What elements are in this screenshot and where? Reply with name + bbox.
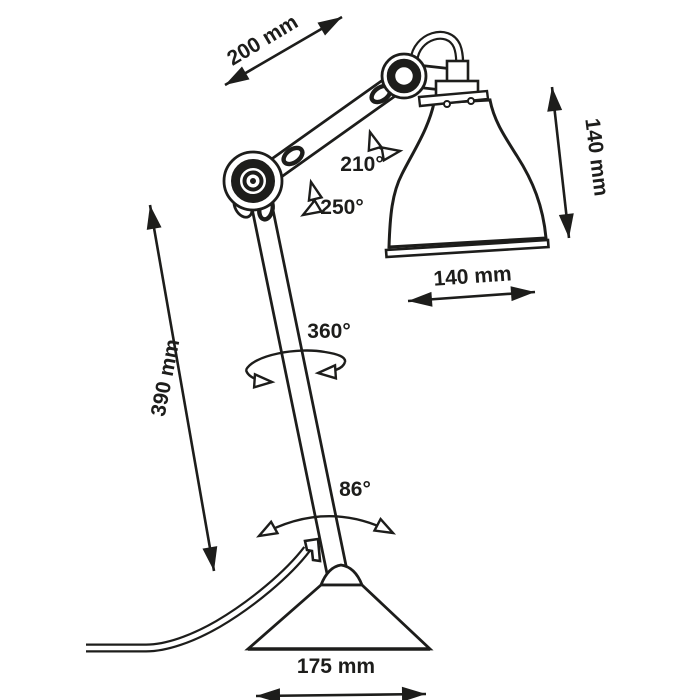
shade-top-plate (417, 89, 490, 108)
shade-screw-left (443, 100, 451, 108)
elbow-joint (222, 150, 284, 212)
dimension-arrow-shade-height (547, 86, 574, 239)
lower-arm (248, 185, 349, 584)
label-shade-height: 140 mm (580, 117, 612, 197)
label-base-diameter: 175 mm (297, 655, 375, 678)
shade-rim (384, 238, 550, 259)
power-cable (86, 546, 311, 653)
dimension-arrow-shade-diameter (407, 286, 536, 307)
label-lower-arm-length: 390 mm (147, 337, 185, 418)
lamp-base (244, 563, 434, 651)
upper-arm-slot-rear (281, 145, 305, 167)
label-head-tilt-angle: 210° (340, 153, 383, 176)
label-shade-diameter: 140 mm (433, 262, 513, 290)
dimension-arrow-lower-arm (146, 204, 218, 572)
label-elbow-pivot-angle: 250° (320, 196, 363, 219)
dimension-arrow-upper-arm (224, 15, 343, 87)
label-upper-arm-length: 200 mm (223, 10, 302, 70)
lamp-shade (384, 89, 550, 259)
labels: 200 mm 390 mm 140 mm 140 mm 175 mm 210° … (147, 10, 613, 678)
angle-arc-210 (367, 128, 404, 163)
angle-arc-250 (300, 178, 324, 217)
angle-arc-86 (255, 515, 397, 538)
dimension-arrow-base-diameter (255, 686, 427, 700)
rotation-ellipse-360 (244, 349, 347, 389)
stem-bracket (303, 537, 322, 563)
head-joint (380, 52, 428, 100)
label-stem-rotation-angle: 360° (307, 320, 350, 343)
label-base-swivel-angle: 86° (339, 478, 371, 501)
shade-screw-right (467, 97, 475, 105)
